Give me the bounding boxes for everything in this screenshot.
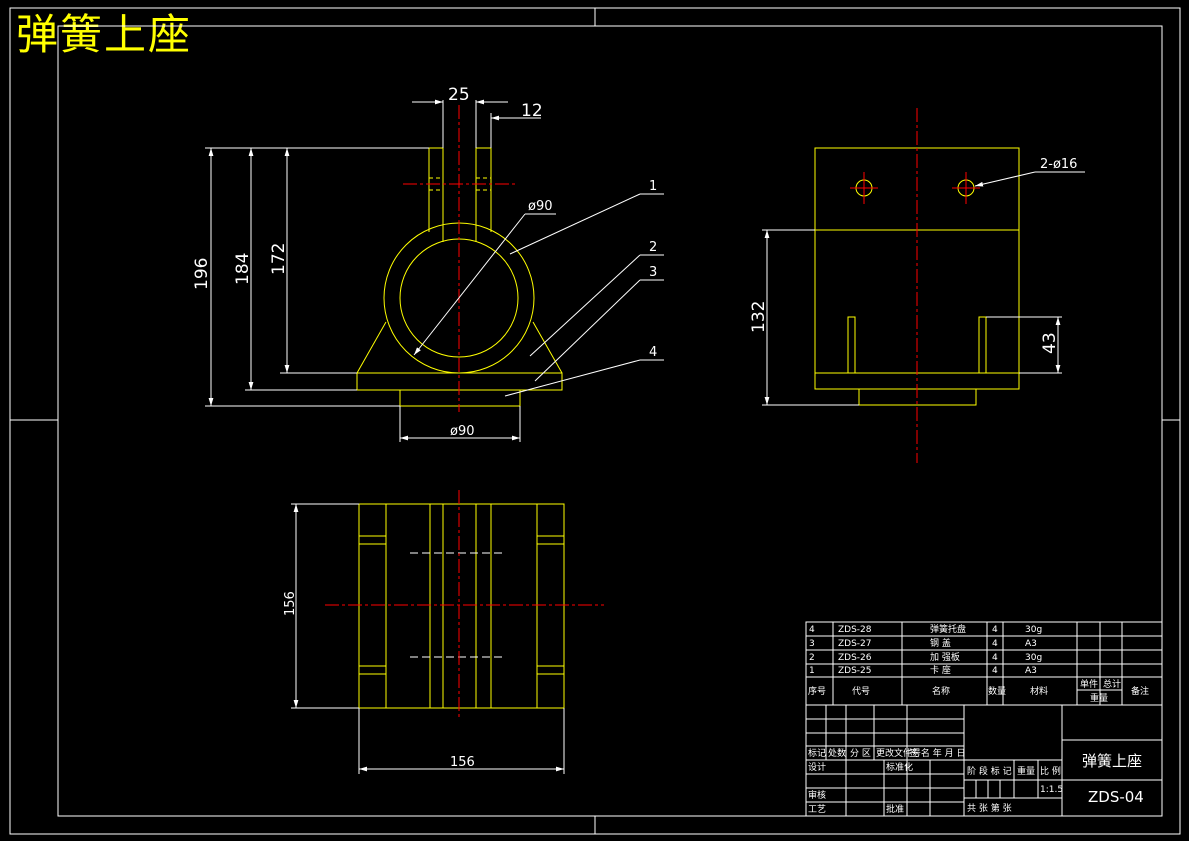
header-code: 代号 <box>852 686 870 697</box>
top-view-dim-text: 156 156 <box>283 591 475 770</box>
header-total-weight: 总计 <box>1103 678 1121 690</box>
label-approve: 批准 <box>886 803 904 815</box>
parts-row-1-no: 1 <box>809 666 815 676</box>
parts-row-2-name: 加 强板 <box>930 651 960 663</box>
label-sign-date: 签 名 年 月 日 <box>909 747 965 759</box>
header-name: 名称 <box>932 685 950 697</box>
front-view-outline <box>356 147 563 407</box>
front-view: 25 12 196 184 172 ø90 ø90 1 2 3 4 <box>192 85 664 442</box>
parts-row-1-material: A3 <box>1025 666 1037 676</box>
balloon-1: 1 <box>649 179 657 194</box>
top-view-outline <box>358 503 565 709</box>
label-weight: 重量 <box>1017 765 1035 777</box>
parts-list: 4 ZDS-28 弹簧托盘 4 30g A3 3 ZDS-27 钢 盖 4 2 … <box>805 621 1163 706</box>
top-view-dimensions <box>291 503 565 774</box>
label-process: 工艺 <box>808 804 826 815</box>
parts-row-2-no: 2 <box>809 653 815 663</box>
parts-row-1-code: ZDS-25 <box>838 666 872 676</box>
dim-196: 196 <box>192 258 212 290</box>
dim-184: 184 <box>233 253 253 285</box>
side-view-dimensions <box>762 171 1085 406</box>
label-standardize: 标准化 <box>886 761 913 773</box>
dim-base-dia: ø90 <box>450 424 475 439</box>
label-stage-mark: 阶 段 标 记 <box>967 765 1012 777</box>
top-view-centerlines <box>325 490 604 720</box>
parts-row-1-qty: 4 <box>992 666 998 676</box>
dim-12: 12 <box>521 101 543 121</box>
label-sheet-total: 共 张 第 张 <box>967 802 1012 814</box>
parts-row-4-qty: 4 <box>992 625 998 635</box>
label-change-doc: 更改文件号 <box>876 747 921 759</box>
parts-list-grid <box>805 621 1163 706</box>
dim-bore-dia: ø90 <box>528 199 553 214</box>
part-name: 弹簧上座 <box>1082 752 1142 770</box>
title-block: 标记 处数 分 区 更改文件号 签 名 年 月 日 设计 标准化 审核 工艺 批… <box>805 704 1163 817</box>
sheet-border <box>9 7 1181 835</box>
label-scale: 比 例 <box>1040 765 1061 777</box>
parts-row-2-material: 30g <box>1025 653 1042 663</box>
drawing-no: ZDS-04 <box>1088 788 1144 806</box>
parts-row-4-name: 弹簧托盘 <box>930 623 966 635</box>
parts-row-2-code: ZDS-26 <box>838 653 872 663</box>
parts-row-3-material-note: A3 <box>1025 639 1037 649</box>
parts-row-4-material: 30g <box>1025 625 1042 635</box>
balloon-3: 3 <box>649 265 657 280</box>
dim-132: 132 <box>749 301 769 333</box>
parts-row-3-name: 钢 盖 <box>930 637 951 649</box>
title-block-grid <box>805 704 1163 817</box>
parts-row-2-qty: 4 <box>992 653 998 663</box>
balloon-4: 4 <box>649 345 657 360</box>
front-view-dim-text: 25 12 196 184 172 ø90 ø90 1 2 3 4 <box>192 85 657 439</box>
side-view-dim-text: 2-ø16 132 43 <box>749 157 1077 354</box>
header-remark: 备注 <box>1131 685 1149 697</box>
dim-156-vertical: 156 <box>283 591 298 616</box>
header-qty: 数量 <box>988 685 1006 697</box>
header-material: 材料 <box>1030 685 1048 697</box>
header-no: 序号 <box>808 685 826 697</box>
parts-row-1-name: 卡 座 <box>930 664 951 676</box>
parts-row-3-no: 3 <box>809 639 815 649</box>
parts-row-3-code: ZDS-27 <box>838 639 872 649</box>
side-view: 2-ø16 132 43 <box>749 108 1085 463</box>
header-unit-weight: 单件 <box>1080 678 1098 690</box>
parts-row-3-qty: 4 <box>992 639 998 649</box>
dim-156-horizontal: 156 <box>450 755 475 770</box>
balloon-2: 2 <box>649 240 657 255</box>
top-view: 156 156 <box>283 490 604 774</box>
parts-row-4-code: ZDS-28 <box>838 625 872 635</box>
label-zone: 分 区 <box>850 748 871 759</box>
dim-holes: 2-ø16 <box>1040 157 1077 172</box>
label-design: 设计 <box>808 761 826 773</box>
header-weight: 重量 <box>1090 692 1108 704</box>
top-view-hidden-lines <box>410 552 506 658</box>
dim-172: 172 <box>269 243 289 275</box>
front-view-dimensions <box>205 99 664 442</box>
label-mark: 标记 <box>808 747 826 759</box>
dim-43: 43 <box>1040 332 1060 354</box>
side-view-centerlines <box>850 108 980 463</box>
parts-row-4-no: 4 <box>809 625 815 635</box>
front-view-centerlines <box>403 105 517 412</box>
label-review: 审核 <box>808 789 826 801</box>
scale-value: 1:1.5 <box>1040 785 1063 795</box>
dim-25: 25 <box>448 85 470 105</box>
drawing-title: 弹簧上座 <box>16 10 193 59</box>
label-count: 处数 <box>828 747 846 759</box>
